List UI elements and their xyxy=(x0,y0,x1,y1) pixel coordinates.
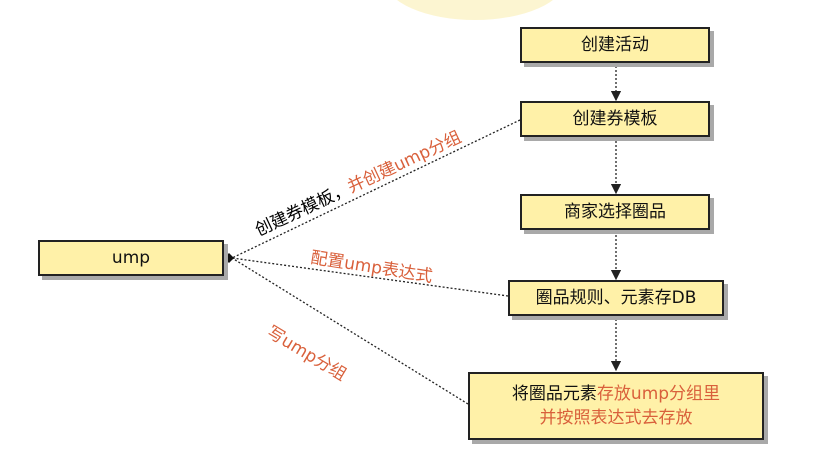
create-coupon-template-node: 创建券模板 xyxy=(520,101,710,137)
aggregation-diamond xyxy=(224,253,234,263)
merchant-select-node: 商家选择圈品 xyxy=(520,194,710,230)
store-node-line-2: 并按照表达式去存放 xyxy=(539,408,693,428)
edge-db-to-ump xyxy=(231,257,509,297)
create-activity-node: 创建活动 xyxy=(520,27,710,63)
store-elements-node: 将圈品元素存放ump分组里 并按照表达式去存放 xyxy=(468,372,764,440)
ump-node: ump xyxy=(38,240,224,276)
edge-template-to-ump xyxy=(231,119,521,259)
rules-to-db-node: 圈品规则、元素存DB xyxy=(508,280,724,316)
store-node-line-1: 将圈品元素存放ump分组里 xyxy=(511,384,721,404)
